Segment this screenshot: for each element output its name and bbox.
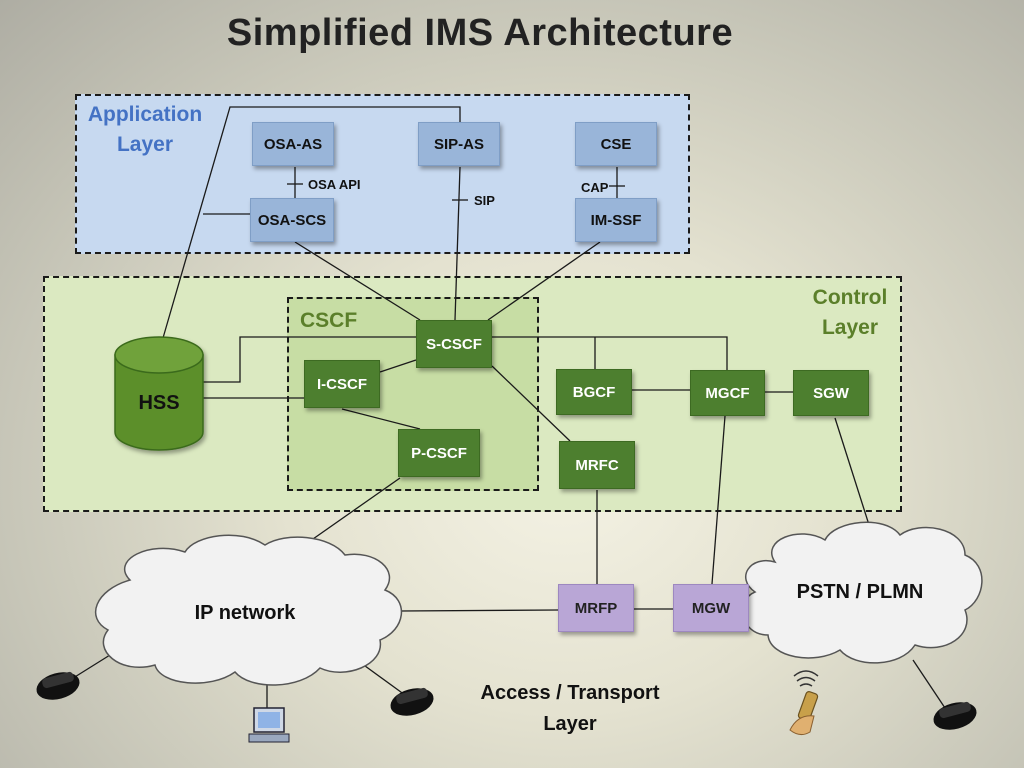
mgcf-node: MGCF — [690, 370, 765, 416]
cap-label: CAP — [581, 180, 609, 195]
cscf-label: CSCF — [300, 309, 358, 332]
sip-as-node: SIP-AS — [418, 122, 500, 166]
im-ssf-node: IM-SSF — [575, 198, 657, 242]
access-transport-layer-label: Access / Transport Layer — [480, 682, 660, 735]
bgcf-node: BGCF — [556, 369, 632, 415]
s-cscf-node: S-CSCF — [416, 320, 492, 368]
osa-as-node: OSA-AS — [252, 122, 334, 166]
cse-node: CSE — [575, 122, 657, 166]
osa-api-label: OSA API — [308, 177, 361, 192]
i-cscf-node: I-CSCF — [304, 360, 380, 408]
hss-label: HSS — [138, 392, 180, 414]
p-cscf-node: P-CSCF — [398, 429, 480, 477]
application-layer-label: Application Layer — [87, 103, 203, 156]
mgw-node: MGW — [673, 584, 749, 632]
sgw-node: SGW — [793, 370, 869, 416]
control-layer-label: Control Layer — [812, 286, 888, 339]
pstn-plmn-label: PSTN / PLMN — [796, 581, 924, 603]
mrfp-node: MRFP — [558, 584, 634, 632]
page-title: Simplified IMS Architecture — [226, 12, 734, 54]
mrfc-node: MRFC — [559, 441, 635, 489]
sip-label: SIP — [474, 193, 495, 208]
ip-network-label: IP network — [194, 602, 296, 624]
osa-scs-node: OSA-SCS — [250, 198, 334, 242]
